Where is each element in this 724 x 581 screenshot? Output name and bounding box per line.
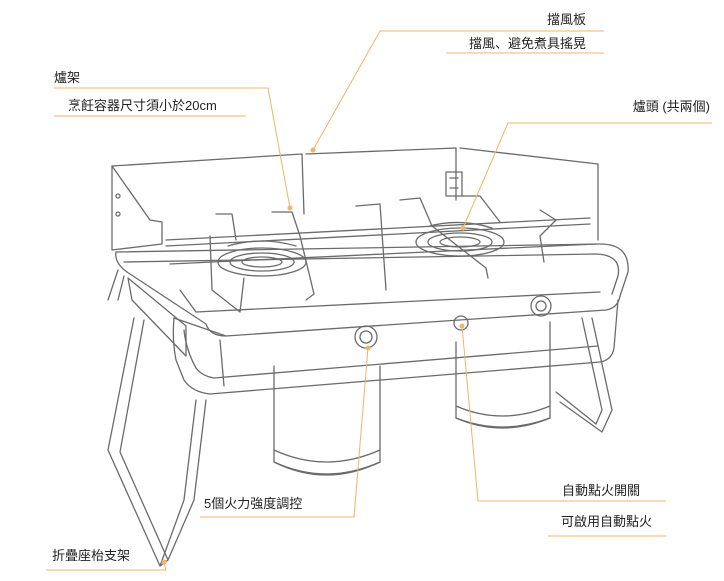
leader-ignition	[461, 325, 666, 502]
leader-rack	[54, 87, 291, 209]
label-rack-desc: 烹飪容器尺寸須小於20cm	[68, 98, 217, 113]
stove-body	[115, 243, 629, 395]
leader-lines	[46, 30, 712, 571]
leader-dot-burner	[460, 225, 466, 231]
label-rack-title: 爐架	[54, 70, 81, 85]
leader-dot-control	[365, 345, 371, 351]
windscreen	[111, 147, 599, 251]
label-legs-title: 折疊座枱支架	[52, 548, 131, 563]
leader-legs	[46, 561, 167, 571]
leader-dot-rack	[287, 205, 293, 211]
label-ignition-desc: 可啟用自動點火	[560, 514, 652, 529]
label-windscreen-desc: 擋風、避免煮具搖晃	[468, 36, 586, 51]
label-windscreen-title: 擋風板	[546, 12, 586, 27]
gas-canister-left	[273, 365, 381, 476]
leader-burner	[462, 122, 712, 229]
leader-windscreen	[312, 30, 604, 151]
leader-dot-ignition	[459, 323, 465, 329]
gas-canister-right	[455, 321, 551, 429]
label-burner-title: 爐頭 (共兩個)	[632, 99, 710, 114]
label-control-title: 5個火力強度調控	[204, 496, 303, 511]
leader-control	[200, 347, 369, 518]
pot-rack	[165, 195, 597, 313]
leader-dot-legs	[161, 559, 167, 565]
leader-dot-windscreen	[310, 147, 316, 153]
label-ignition-title: 自動點火開關	[561, 483, 640, 498]
control-knobs	[354, 295, 552, 349]
